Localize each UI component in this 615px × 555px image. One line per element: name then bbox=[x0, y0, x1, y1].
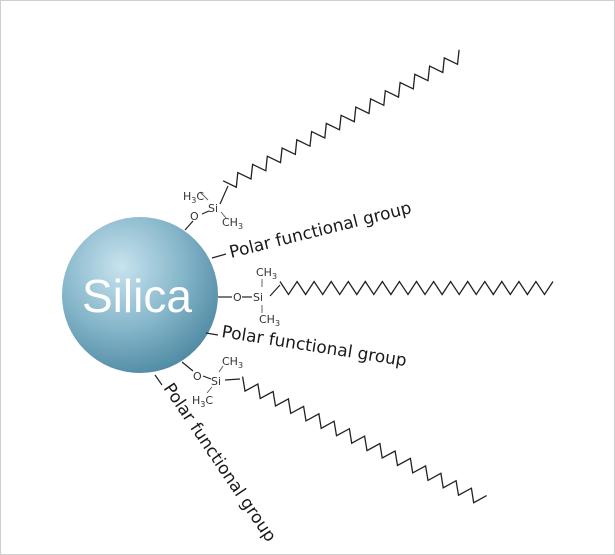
lower-silane-group: O Si CH3 H3C bbox=[181, 355, 487, 504]
surface-o-bond-upper bbox=[184, 220, 194, 231]
polar-group-tick-lower bbox=[154, 374, 163, 386]
silicon-atom-lower: Si bbox=[211, 375, 221, 388]
o-si-bond-lower bbox=[202, 375, 212, 380]
alkyl-chain-lower bbox=[241, 376, 487, 504]
o-si-bond-upper bbox=[201, 210, 210, 215]
polar-group-label-lower: Polar functional group bbox=[159, 380, 280, 546]
si-chain-bond-upper bbox=[219, 185, 229, 205]
methyl-middle-b: CH3 bbox=[259, 313, 280, 328]
methyl-middle-a: CH3 bbox=[256, 266, 277, 281]
polar-group-tick-middle bbox=[205, 332, 219, 336]
oxygen-atom-middle: O bbox=[233, 291, 242, 304]
oxygen-atom-lower: O bbox=[193, 370, 202, 383]
polar-group-label-upper: Polar functional group bbox=[227, 198, 413, 263]
methyl-lower-b: H3C bbox=[192, 394, 213, 409]
polar-group-tick-upper bbox=[211, 253, 227, 259]
silica-particle bbox=[62, 217, 218, 373]
methyl-upper-a: H3C bbox=[183, 190, 204, 205]
alkyl-chain-middle bbox=[279, 280, 554, 296]
si-methyl-bond-lower-a bbox=[218, 365, 224, 373]
silica-label: Silica bbox=[82, 270, 192, 322]
silicon-atom-middle: Si bbox=[253, 291, 263, 304]
alkyl-chain-upper bbox=[222, 49, 460, 189]
upper-silane-group: O Si H3C CH3 bbox=[183, 49, 460, 231]
si-methyl-bond-lower-b bbox=[206, 386, 213, 394]
si-methyl-bond-upper-b bbox=[220, 211, 227, 219]
methyl-upper-b: CH3 bbox=[222, 216, 243, 231]
polar-group-label-middle: Polar functional group bbox=[220, 322, 408, 371]
silicon-atom-upper: Si bbox=[208, 202, 218, 215]
si-methyl-bond-upper-a bbox=[199, 191, 209, 201]
middle-silane-group: O Si CH3 CH3 bbox=[218, 266, 554, 328]
si-chain-bond-middle bbox=[269, 284, 281, 297]
methyl-lower-a: CH3 bbox=[222, 355, 243, 370]
si-chain-bond-lower bbox=[224, 378, 241, 381]
surface-o-bond-lower bbox=[181, 361, 194, 372]
oxygen-atom-upper: O bbox=[190, 210, 199, 223]
